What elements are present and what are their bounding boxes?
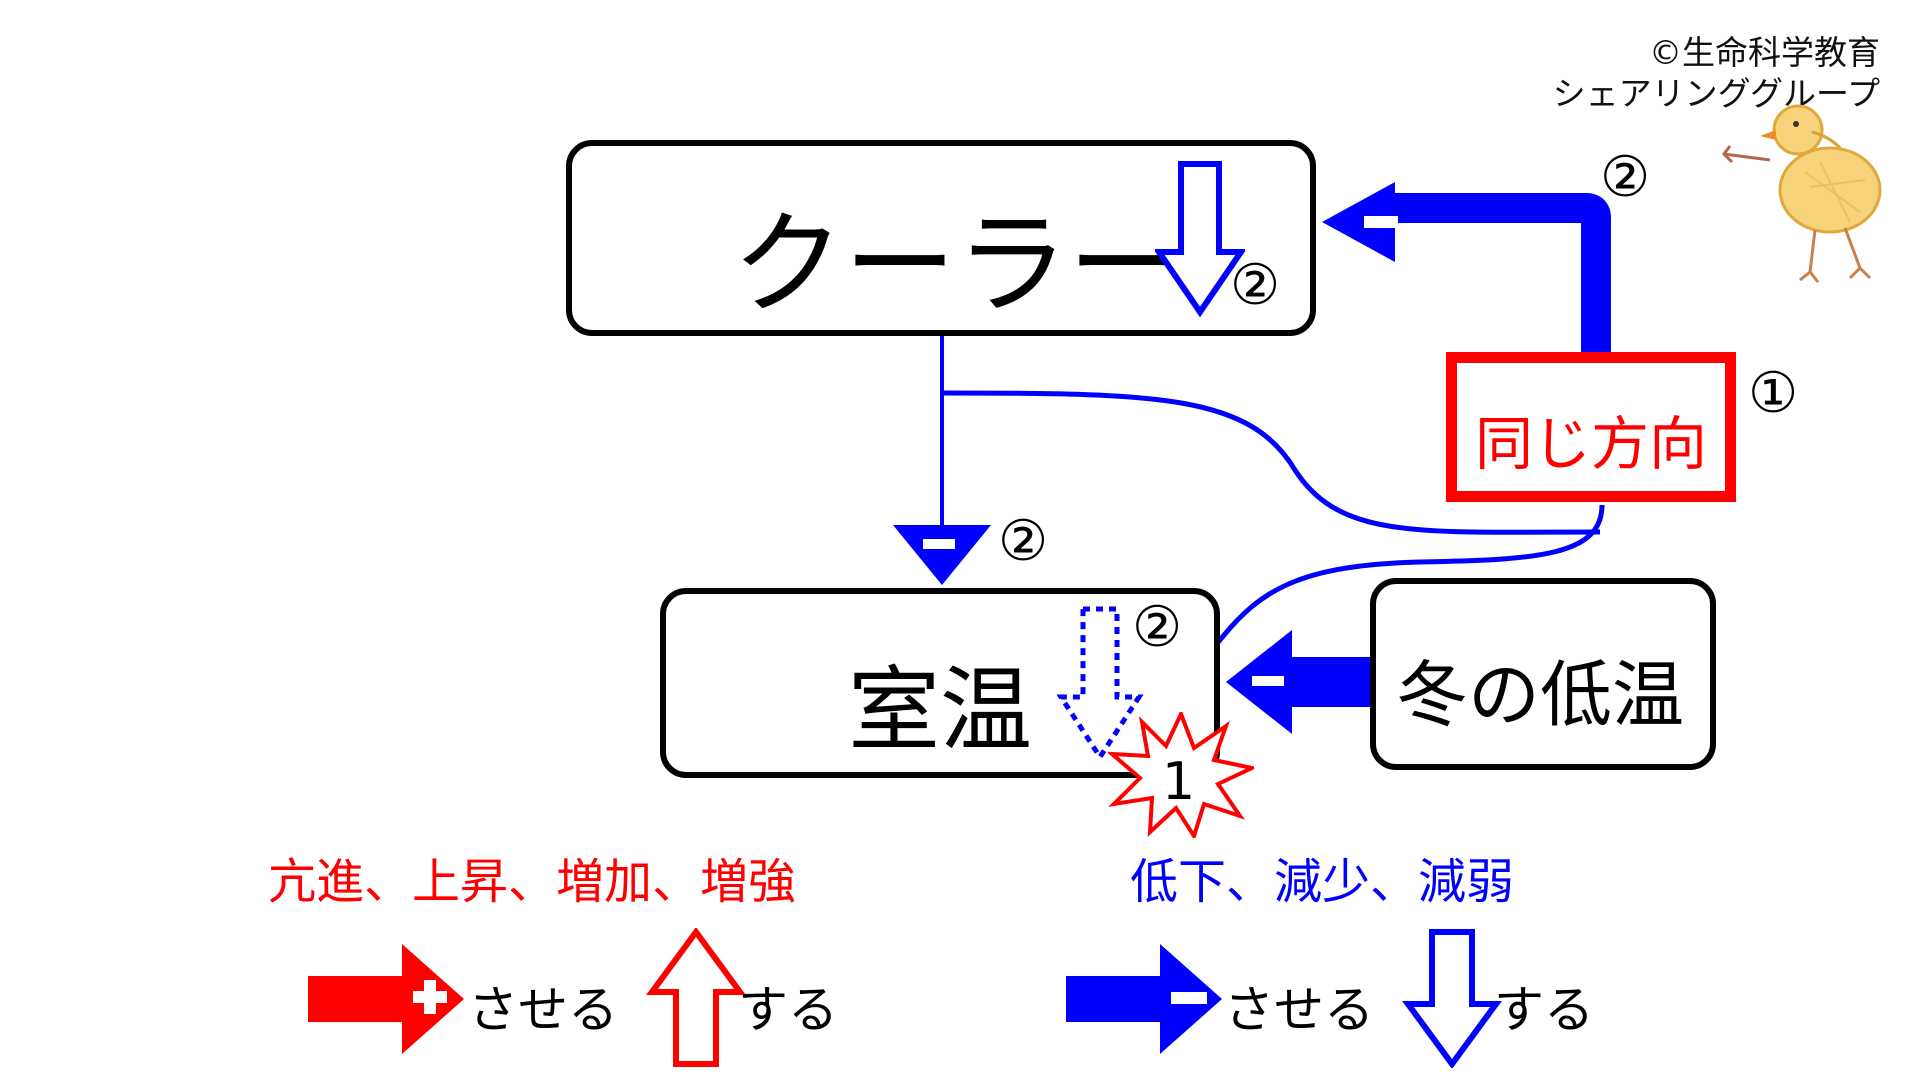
cooler-to-room-arrowhead <box>893 525 991 585</box>
up-arrow-text: する <box>738 981 838 1039</box>
winter-minus-sign <box>1252 676 1284 686</box>
room-temp-label: 室温 <box>848 657 1033 764</box>
same-direction-marker: ① <box>1748 361 1799 426</box>
room-temp-box: 室温 <box>660 588 1220 778</box>
decrease-words: 低下、減少、減弱 <box>1130 854 1515 910</box>
winter-arrow-shaft <box>1290 657 1370 707</box>
cooler-to-room-minus-sign <box>923 539 955 549</box>
winter-cold-box: 冬の低温 <box>1370 578 1716 770</box>
minus-arrow-text: させる <box>1224 981 1374 1039</box>
down-arrow-icon <box>1402 929 1502 1068</box>
curve-cooler-to-same <box>941 390 1601 535</box>
winter-cold-label: 冬の低温 <box>1396 653 1685 737</box>
down-arrow-text: する <box>1494 981 1594 1039</box>
up-arrow-icon <box>646 928 746 1067</box>
burst-icon <box>1108 712 1254 838</box>
same-direction-box: 同じ方向 <box>1446 352 1736 502</box>
cooler-change-marker: ② <box>1230 253 1281 318</box>
chick-illustration <box>1722 104 1882 283</box>
cooler-down-arrow-icon <box>1155 161 1245 318</box>
plus-arrow-text: させる <box>468 981 618 1039</box>
feedback-arrowhead <box>1322 182 1395 262</box>
burst-number: 1 <box>1162 752 1196 812</box>
same-direction-label: 同じ方向 <box>1475 410 1708 478</box>
cooler-to-room-marker: ② <box>998 509 1049 574</box>
plus-arrow-icon <box>308 944 464 1054</box>
credit-line-1: ©生命科学教育 <box>1649 33 1880 72</box>
feedback-minus-sign <box>1364 216 1398 228</box>
cooler-label: クーラー <box>732 200 1180 330</box>
room-temp-change-marker: ② <box>1132 595 1183 660</box>
top-right-marker: ② <box>1600 145 1651 210</box>
feedback-connector <box>1395 193 1611 352</box>
room-temp-dotted-down-arrow-icon <box>1056 606 1144 762</box>
minus-arrow-icon <box>1066 944 1222 1054</box>
increase-words: 亢進、上昇、増加、増強 <box>268 854 797 910</box>
credit-line-2: シェアリンググループ <box>1552 74 1880 113</box>
credit: ©生命科学教育 シェアリンググループ <box>1553 32 1880 114</box>
